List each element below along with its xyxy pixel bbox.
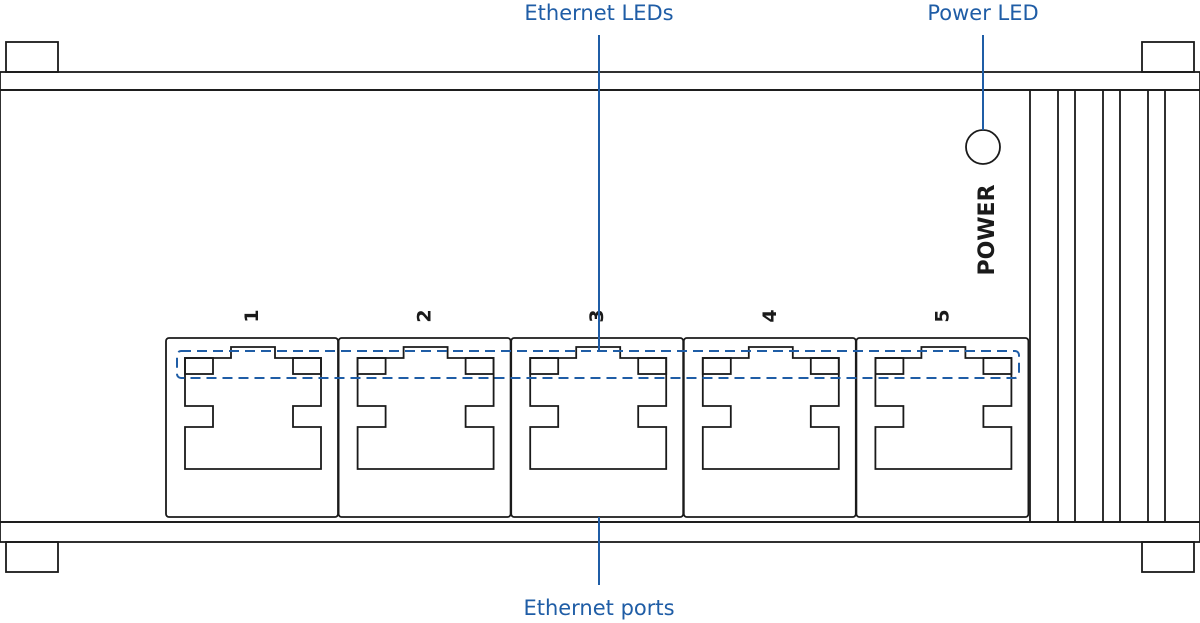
port-led-right xyxy=(982,357,1013,375)
rj45-jack xyxy=(874,346,1013,470)
port-number-label: 4 xyxy=(759,309,781,322)
foot-bottom-right xyxy=(1141,541,1195,573)
port-led-left xyxy=(874,357,905,375)
port-number-label: 2 xyxy=(414,309,436,322)
ethernet-ports-callout: Ethernet ports xyxy=(523,596,674,620)
port-led-left xyxy=(529,357,560,375)
ethernet-ports xyxy=(165,337,1030,518)
ethernet-leds-callout: Ethernet LEDs xyxy=(524,1,673,25)
ethernet-port-3 xyxy=(510,337,685,518)
rj45-jack xyxy=(356,346,495,470)
rj45-jack xyxy=(184,346,322,470)
foot-top-left xyxy=(5,41,59,73)
port-number-label: 3 xyxy=(586,309,608,322)
rj45-jack xyxy=(701,346,840,470)
heatsink-fins xyxy=(1029,90,1166,522)
port-housing xyxy=(855,337,1030,518)
port-led-right xyxy=(464,357,495,375)
power-led xyxy=(965,129,1001,165)
rj45-jack xyxy=(529,346,668,470)
port-number-label: 1 xyxy=(241,309,263,322)
power-led-callout: Power LED xyxy=(927,1,1038,25)
port-number-label: 5 xyxy=(931,309,953,322)
foot-top-right xyxy=(1141,41,1195,73)
ethernet-port-2 xyxy=(337,337,512,518)
port-led-left xyxy=(701,357,732,375)
ethernet-port-4 xyxy=(682,337,857,518)
port-led-right xyxy=(637,357,668,375)
ethernet-port-1 xyxy=(165,337,339,518)
ethernet-port-5 xyxy=(855,337,1030,518)
port-led-left xyxy=(184,357,214,375)
port-numbers: 1 2 3 4 5 xyxy=(241,309,953,322)
port-led-right xyxy=(809,357,840,375)
power-label: POWER xyxy=(975,184,1000,275)
port-led-left xyxy=(356,357,387,375)
foot-bottom-left xyxy=(5,541,59,573)
port-led-right xyxy=(292,357,322,375)
